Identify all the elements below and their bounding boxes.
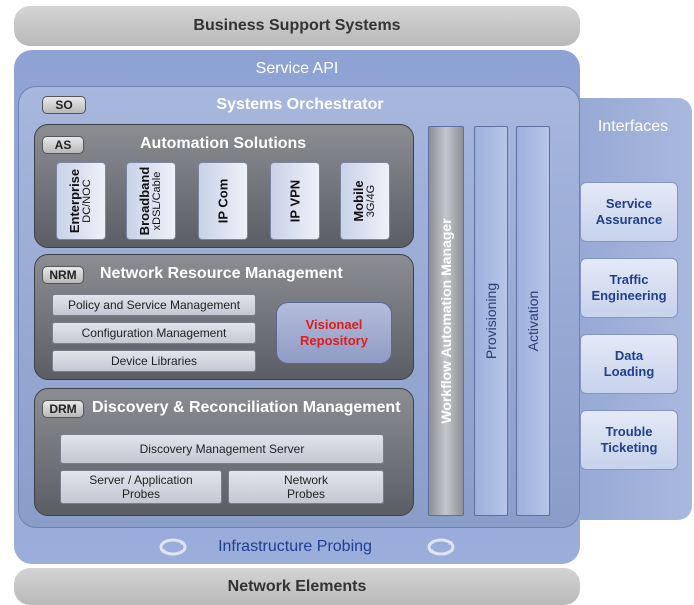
drm-tag: DRM [42, 400, 84, 418]
infrastructure-probing-label: Infrastructure Probing [218, 538, 372, 555]
interface-label-line1: Data [614, 348, 644, 363]
workflow-automation-manager[interactable]: Workflow Automation Manager [428, 126, 464, 516]
as-item-main: Mobile [351, 180, 366, 222]
nrm-title: Network Resource Management [100, 265, 343, 282]
as-item-sub: xDSL/Cable [151, 171, 163, 231]
interface-label-line1: Traffic [609, 272, 649, 287]
discovery-management-server[interactable]: Discovery Management Server [60, 434, 384, 464]
so-tag: SO [42, 96, 86, 114]
provisioning-label: Provisioning [483, 282, 499, 360]
repository-line1: Visionael [305, 317, 363, 332]
policy-service-management[interactable]: Policy and Service Management [52, 294, 256, 316]
network-elements-bar: Network Elements [14, 568, 580, 605]
probe2-line2: Probes [286, 487, 325, 501]
as-ip-vpn[interactable]: IP VPN [270, 162, 320, 240]
interface-label-line2: Ticketing [600, 440, 658, 455]
provisioning-column[interactable]: Provisioning [474, 126, 508, 516]
interface-label-line2: Loading [603, 364, 655, 379]
as-tag: AS [42, 136, 84, 154]
interface-label-line2: Assurance [595, 212, 663, 227]
interface-label-line2: Engineering [591, 288, 667, 303]
as-item-main: IP VPN [287, 179, 303, 223]
interfaces-title: Interfaces [597, 118, 669, 135]
as-item-sub: 3G/4G [365, 184, 377, 218]
activation-label: Activation [525, 290, 541, 352]
as-item-main: Broadband [137, 166, 152, 236]
probe1-line1: Server / Application [89, 473, 193, 487]
systems-orchestrator-title: Systems Orchestrator [216, 96, 384, 113]
network-elements-label: Network Elements [227, 577, 367, 595]
repository-line2: Repository [300, 333, 368, 348]
probe1-line2: Probes [121, 487, 160, 501]
cycle-right-icon [427, 538, 455, 556]
as-item-main: Enterprise [67, 168, 82, 234]
business-support-systems-bar: Business Support Systems [14, 6, 580, 46]
activation-column[interactable]: Activation [516, 126, 550, 516]
as-item-sub: DC/NOC [81, 179, 93, 223]
cycle-left-icon [159, 538, 187, 556]
as-ip-com[interactable]: IP Com [198, 162, 248, 240]
device-libraries[interactable]: Device Libraries [52, 350, 256, 372]
interface-label-line1: Trouble [605, 424, 653, 439]
business-support-systems-label: Business Support Systems [193, 17, 401, 34]
probe2-line1: Network [283, 473, 328, 487]
service-api-label: Service API [255, 60, 339, 77]
nrm-tag: NRM [42, 266, 84, 284]
drm-title: Discovery & Reconciliation Management [92, 399, 401, 416]
workflow-label: Workflow Automation Manager [438, 218, 454, 424]
as-item-main: IP Com [215, 178, 231, 224]
interface-label-line1: Service [605, 196, 653, 211]
automation-solutions-title: Automation Solutions [140, 135, 307, 152]
configuration-management[interactable]: Configuration Management [52, 322, 256, 344]
